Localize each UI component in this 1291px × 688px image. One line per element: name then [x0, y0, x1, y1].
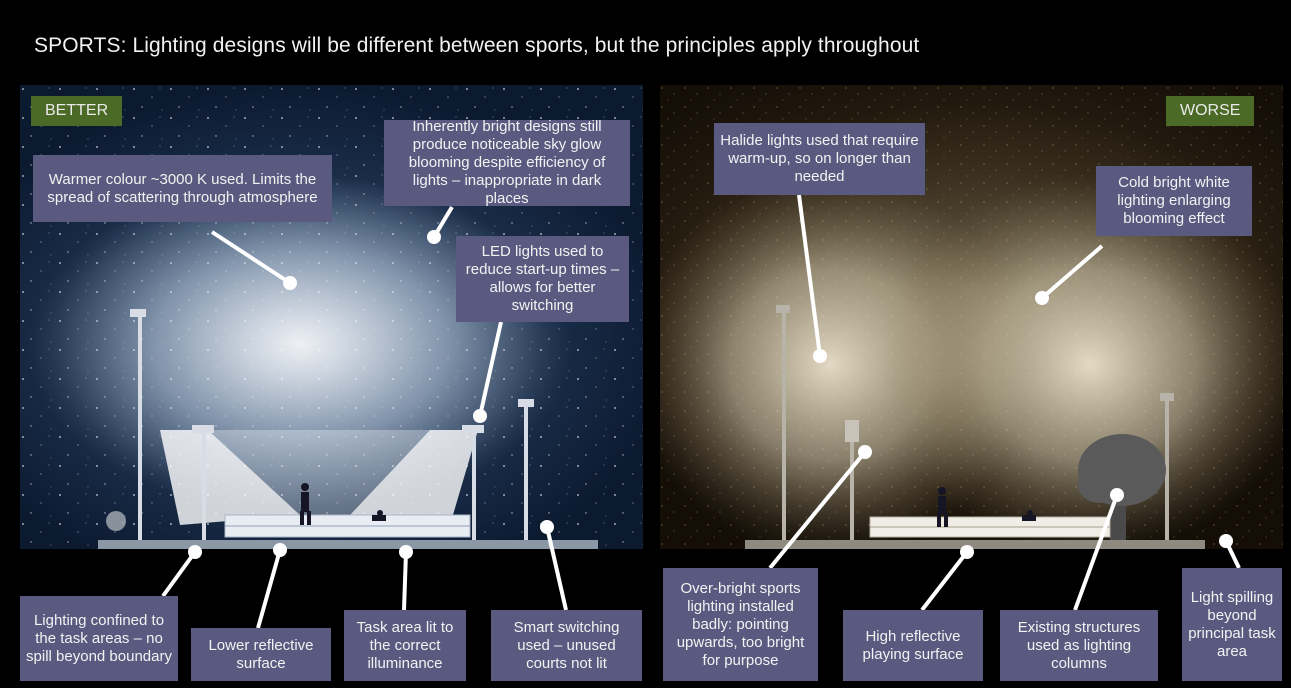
better-tag: BETTER: [31, 96, 123, 126]
annotation-halide-lights: Halide lights used that require warm-up,…: [714, 123, 925, 195]
better-scene-illustration: [20, 85, 643, 549]
annotation-existing-structures: Existing structures used as lighting col…: [1000, 610, 1158, 681]
better-scene-panel: [20, 85, 643, 549]
page-title: SPORTS: Lighting designs will be differe…: [34, 34, 920, 57]
annotation-cold-white-lighting: Cold bright white lighting enlarging blo…: [1096, 166, 1252, 236]
worse-tag: WORSE: [1166, 96, 1255, 126]
annotation-warmer-colour: Warmer colour ~3000 K used. Limits the s…: [33, 155, 332, 222]
annotation-lighting-confined: Lighting confined to the task areas – no…: [20, 596, 178, 681]
annotation-task-area-lit: Task area lit to the correct illuminance: [344, 610, 466, 681]
worse-scene-panel: [660, 85, 1283, 549]
annotation-smart-switching: Smart switching used – unused courts not…: [491, 610, 642, 681]
annotation-inherent-sky-glow: Inherently bright designs still produce …: [384, 118, 630, 207]
annotation-high-reflective-surface: High reflective playing surface: [843, 610, 983, 681]
worse-scene-illustration: [660, 85, 1283, 549]
annotation-lower-reflective-surface: Lower reflective surface: [191, 628, 331, 681]
annotation-light-spilling: Light spilling beyond principal task are…: [1182, 568, 1282, 681]
annotation-over-bright-lighting: Over-bright sports lighting installed ba…: [663, 568, 818, 681]
annotation-led-lights: LED lights used to reduce start-up times…: [456, 236, 629, 322]
